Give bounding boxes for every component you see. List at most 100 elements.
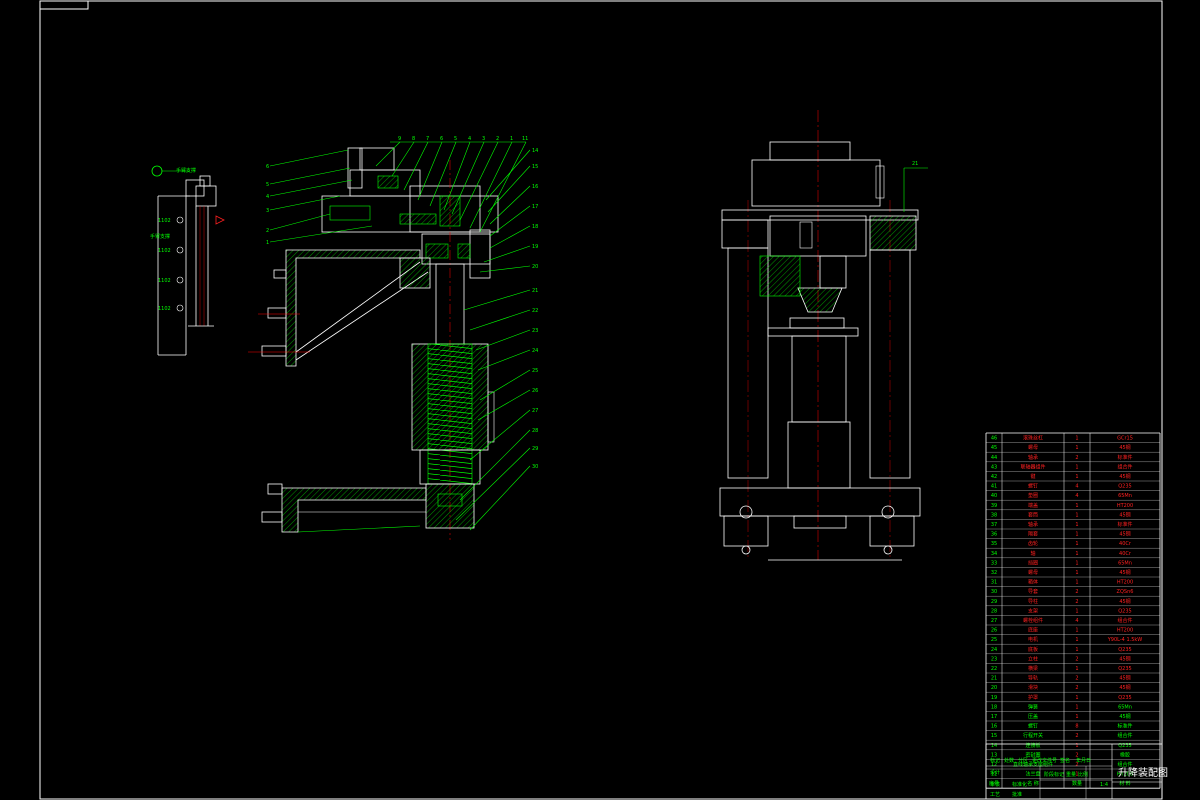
- callout-right-3: 16: [532, 184, 538, 190]
- bom-row-material: 45钢: [1119, 655, 1130, 662]
- bom-row-no: 44: [991, 455, 997, 461]
- bom-row-material: HT200: [1117, 772, 1133, 778]
- bom-row-name: 密封圈: [1025, 751, 1040, 758]
- bom-row-qty: 1: [1075, 772, 1078, 778]
- callout-right-6: 19: [532, 244, 538, 250]
- bom-row-material: 40Cr: [1119, 551, 1132, 557]
- bom-row-material: 45钢: [1119, 473, 1130, 480]
- bom-row-qty: 1: [1075, 541, 1078, 547]
- bom-row-qty: 1: [1075, 551, 1078, 557]
- bom-row-name: 轴承: [1028, 454, 1038, 461]
- callout-top-3: 7: [426, 136, 429, 142]
- bom-row-qty: 2: [1075, 599, 1078, 605]
- callout-top-8: 2: [496, 136, 499, 142]
- bom-row-material: 橡胶: [1120, 751, 1130, 758]
- bom-row-name: 底座: [1028, 627, 1038, 634]
- bom-row-no: 26: [991, 628, 997, 634]
- callout-right-13: 26: [532, 388, 538, 394]
- bom-row-no: 31: [991, 580, 997, 586]
- bom-row-qty: 2: [1075, 455, 1078, 461]
- bom-row-name: 垫圈: [1028, 492, 1038, 499]
- tb-mark: 标记: [990, 757, 1000, 764]
- bom-row-qty: 1: [1075, 474, 1078, 480]
- bom-row-qty: 1: [1075, 532, 1078, 538]
- bom-row-no: 30: [991, 589, 997, 595]
- bom-row-name: 法兰盘: [1025, 771, 1040, 778]
- tb-ratio: 比例: [1078, 771, 1088, 778]
- callout-top-6: 4: [468, 136, 471, 142]
- bom-row-qty: 1: [1075, 512, 1078, 518]
- bom-row-no: 24: [991, 647, 997, 653]
- bom-row-no: 12: [991, 762, 997, 768]
- callout-right-4: 17: [532, 204, 538, 210]
- bom-row-qty: 1: [1075, 666, 1078, 672]
- bom-row-material: 标准件: [1117, 723, 1132, 730]
- bom-row-no: 42: [991, 474, 997, 480]
- bom-row-material: 45钢: [1119, 684, 1130, 691]
- bom-row-qty: 2: [1075, 733, 1078, 739]
- bom-row-no: 28: [991, 608, 997, 614]
- bom-row-material: Q235: [1118, 484, 1131, 490]
- bom-row-material: 组合件: [1117, 617, 1132, 624]
- callout-left-1: 6: [266, 164, 269, 170]
- tb-design: 设计: [990, 769, 1000, 776]
- bom-row-no: 35: [991, 541, 997, 547]
- bom-row-no: 13: [991, 752, 997, 758]
- callout-top-4: 6: [440, 136, 443, 142]
- bom-row-qty: 2: [1075, 762, 1078, 768]
- callout-left-6: 1: [266, 240, 269, 246]
- callout-right-16: 29: [532, 446, 538, 452]
- callout-right-15: 28: [532, 428, 538, 434]
- bom-row-qty: 1: [1075, 464, 1078, 470]
- bom-row-no: 11: [991, 772, 997, 778]
- left-detail-label-arm: 手臂支撑: [150, 233, 170, 240]
- callout-right-1: 14: [532, 148, 538, 154]
- callout-top-5: 5: [454, 136, 457, 142]
- callout-left-3: 4: [266, 194, 269, 200]
- bom-row-no: 46: [991, 436, 997, 442]
- callout-right-14: 27: [532, 408, 538, 414]
- tb-zone: 分区: [1018, 757, 1028, 764]
- bom-row-qty: 1: [1075, 608, 1078, 614]
- bom-header-qty: 数量: [1072, 780, 1082, 787]
- bom-header-name: 名 称: [1027, 780, 1039, 787]
- tb-change: 更改文件号: [1032, 757, 1057, 764]
- tb-sign: 签名: [1060, 757, 1070, 764]
- bom-row-material: GCr15: [1117, 436, 1133, 442]
- bom-row-material: 组合件: [1117, 732, 1132, 739]
- callout-right-11: 24: [532, 348, 538, 354]
- left-detail-label-2: 1102: [158, 248, 171, 254]
- callout-top-2: 8: [412, 136, 415, 142]
- bom-row-name: 弹簧: [1028, 703, 1038, 710]
- bom-row-qty: 2: [1075, 676, 1078, 682]
- bom-row-no: 21: [991, 676, 997, 682]
- bom-row-name: 螺母: [1028, 569, 1038, 576]
- callout-right-12: 25: [532, 368, 538, 374]
- bom-row-qty: 1: [1075, 522, 1078, 528]
- bom-row-no: 16: [991, 724, 997, 730]
- callout-left-5: 2: [266, 228, 269, 234]
- callout-right-8: 21: [532, 288, 538, 294]
- bom-row-name: 螺钉: [1028, 483, 1038, 490]
- bom-row-name: 行程开关: [1023, 732, 1043, 739]
- bom-row-qty: 1: [1075, 503, 1078, 509]
- tb-stage: 阶段标记: [1044, 771, 1064, 778]
- bom-row-qty: 4: [1075, 493, 1078, 499]
- bom-row-name: 螺栓组件: [1023, 617, 1043, 624]
- left-detail-label-4: 1102: [158, 306, 171, 312]
- bom-row-material: 组合件: [1117, 761, 1132, 768]
- bom-row-no: 29: [991, 599, 997, 605]
- bom-row-material: Q235: [1118, 666, 1131, 672]
- bom-row-qty: 8: [1075, 724, 1078, 730]
- bom-row-name: 齿轮: [1028, 540, 1038, 547]
- bom-row-name: 导轨: [1028, 675, 1038, 682]
- bom-row-no: 23: [991, 656, 997, 662]
- tb-std: 标准化: [1012, 781, 1027, 788]
- callout-right-9: 22: [532, 308, 538, 314]
- tb-count: 处数: [1004, 757, 1014, 764]
- bom-row-material: 65Mn: [1118, 560, 1132, 566]
- bom-row-qty: 2: [1075, 685, 1078, 691]
- bom-row-no: 41: [991, 484, 997, 490]
- bom-row-name: 横梁: [1028, 665, 1038, 672]
